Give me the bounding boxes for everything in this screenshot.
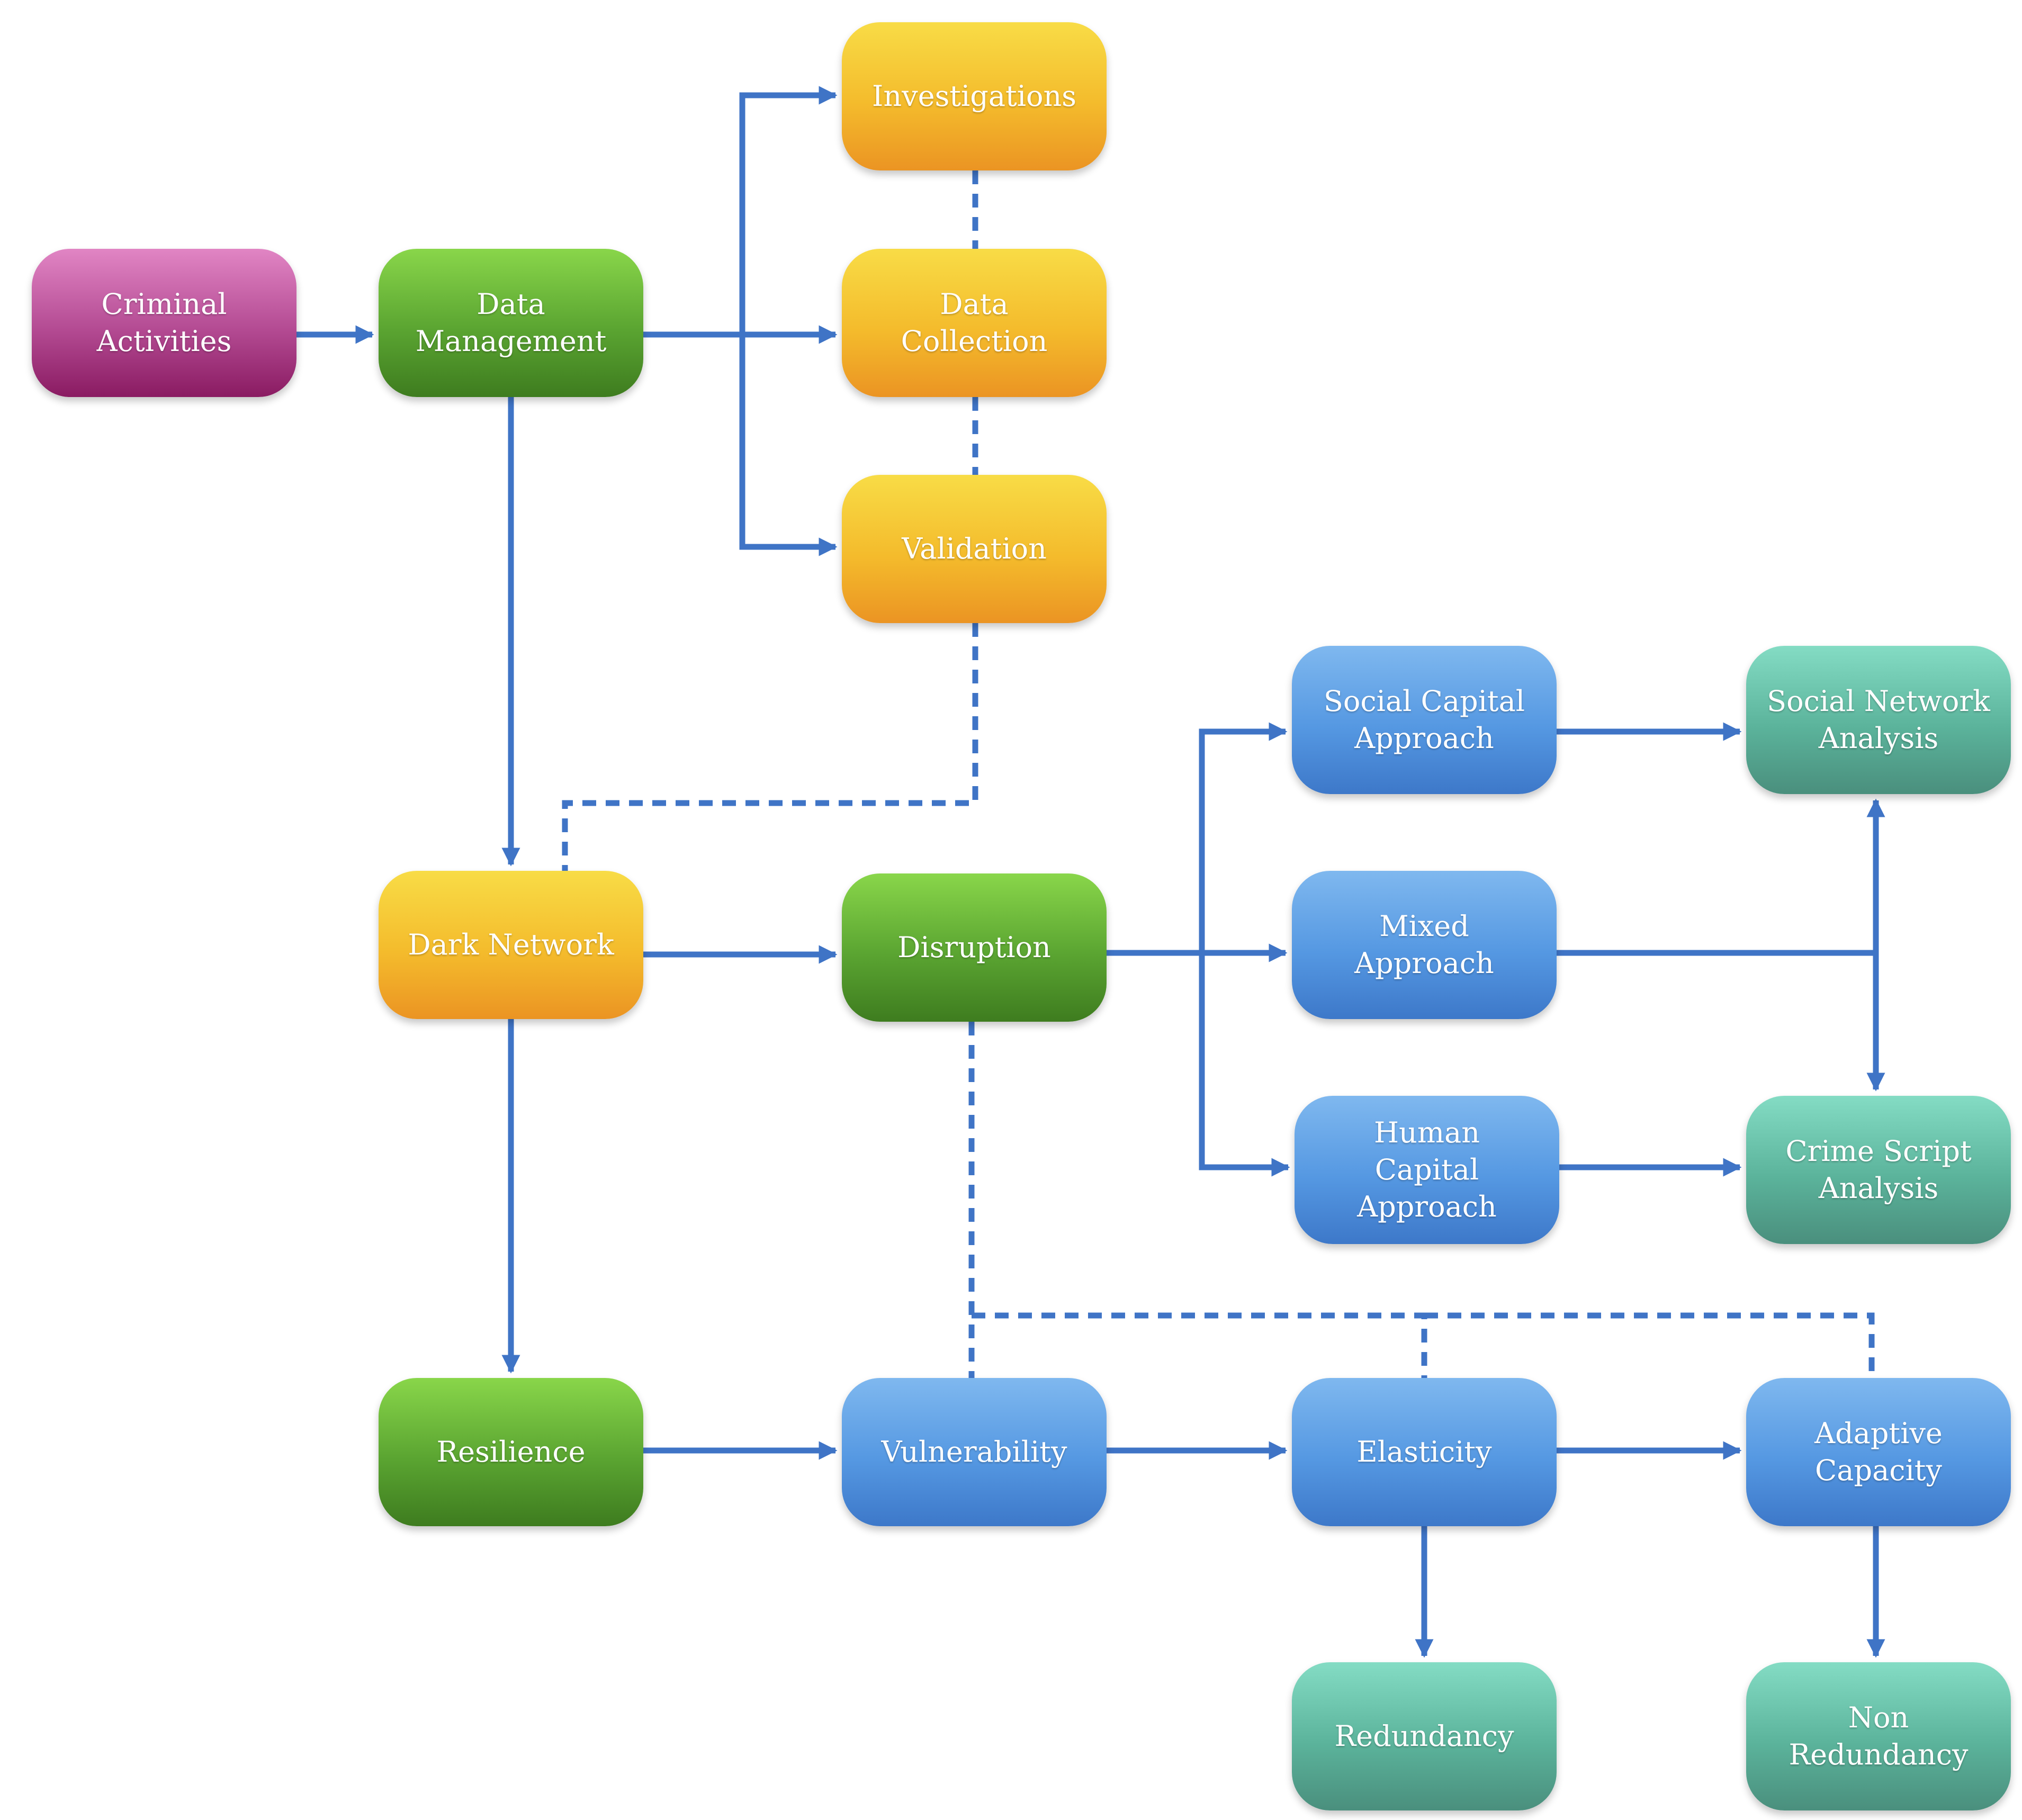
edge-disruption-to-social-capital-approach: [1199, 722, 1288, 953]
node-social-network-analysis: Social Network Analysis: [1746, 646, 2011, 794]
node-criminal-activities: Criminal Activities: [32, 249, 296, 397]
node-label: Redundancy: [1334, 1719, 1514, 1753]
node-label: Validation: [902, 532, 1047, 565]
edge-validation-to-dark-network: [562, 623, 978, 871]
node-label: Crime Script Analysis: [1785, 1134, 1972, 1205]
node-non-redundancy: Non Redundancy: [1746, 1662, 2011, 1810]
node-human-capital-approach: Human Capital Approach: [1295, 1096, 1559, 1244]
node-vulnerability: Vulnerability: [842, 1378, 1107, 1526]
node-label: Data Management: [415, 287, 607, 358]
node-mixed-approach: Mixed Approach: [1292, 871, 1557, 1019]
node-elasticity: Elasticity: [1292, 1378, 1557, 1526]
node-resilience: Resilience: [379, 1378, 643, 1526]
node-label: Elasticity: [1356, 1435, 1492, 1468]
node-social-capital-approach: Social Capital Approach: [1292, 646, 1557, 794]
node-label: Dark Network: [408, 928, 614, 961]
node-label: Mixed Approach: [1354, 909, 1494, 980]
node-label: Criminal Activities: [96, 287, 232, 358]
node-label: Social Network Analysis: [1767, 684, 1990, 755]
edge-data-management-to-investigations: [739, 86, 838, 335]
node-data-management: Data Management: [379, 249, 643, 397]
node-label: Disruption: [897, 931, 1051, 964]
node-label: Social Capital Approach: [1323, 684, 1525, 755]
edge-mixed-approach-to-social-network-analysis: [1557, 798, 1885, 956]
node-dark-network: Dark Network: [379, 871, 643, 1019]
edge-vulnerability-to-elasticity: [972, 1312, 1427, 1378]
edge-disruption-to-human-capital-approach: [1199, 953, 1290, 1177]
node-label: Non Redundancy: [1789, 1701, 1969, 1771]
node-label: Vulnerability: [881, 1435, 1067, 1468]
node-redundancy: Redundancy: [1292, 1662, 1557, 1810]
edge-data-management-to-validation: [739, 335, 838, 556]
node-adaptive-capacity: Adaptive Capacity: [1746, 1378, 2011, 1526]
node-label: Resilience: [436, 1435, 586, 1468]
node-label: Data Collection: [901, 287, 1048, 358]
node-disruption: Disruption: [842, 873, 1107, 1022]
node-investigations: Investigations: [842, 22, 1107, 170]
edge-vulnerability-to-adaptive-capacity: [1424, 1312, 1875, 1378]
node-label: Human Capital Approach: [1357, 1116, 1497, 1223]
node-data-collection: Data Collection: [842, 249, 1107, 397]
node-crime-script-analysis: Crime Script Analysis: [1746, 1096, 2011, 1244]
node-label: Investigations: [872, 79, 1076, 113]
node-label: Adaptive Capacity: [1814, 1417, 1943, 1487]
node-validation: Validation: [842, 475, 1107, 623]
